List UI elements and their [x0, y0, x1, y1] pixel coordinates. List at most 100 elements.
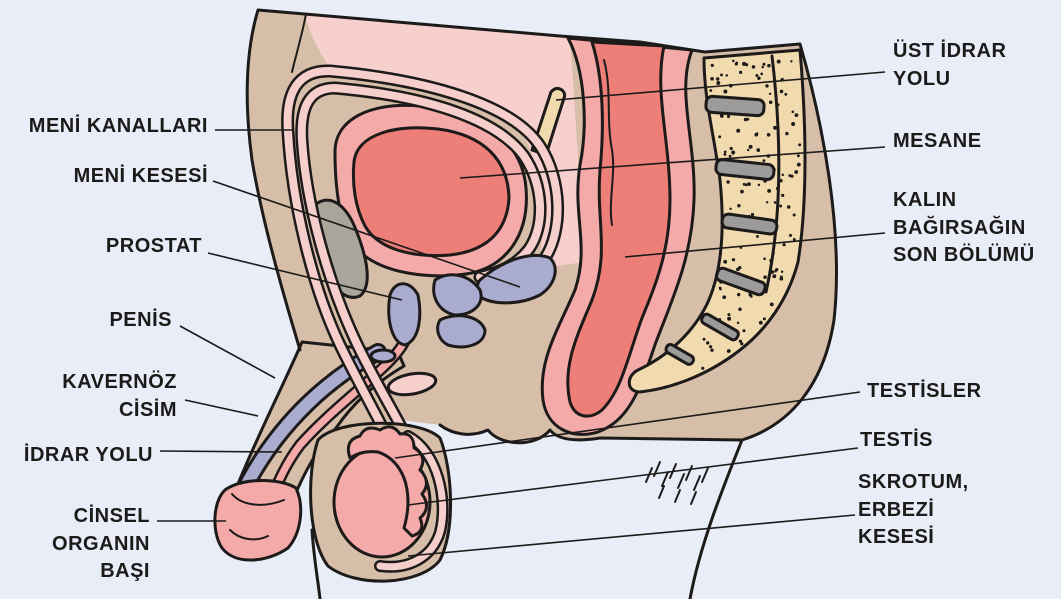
label-idrar-yolu: İDRAR YOLU	[24, 442, 153, 470]
bone-texture-dot	[793, 214, 796, 217]
bone-texture-dot	[798, 143, 801, 146]
bone-texture-dot	[736, 129, 740, 133]
bone-texture-dot	[727, 313, 730, 316]
bone-texture-dot	[716, 77, 719, 80]
label-line: KAVERNÖZ	[62, 369, 177, 397]
bone-texture-dot	[763, 159, 766, 162]
bone-texture-dot	[767, 64, 771, 68]
bone-texture-dot	[720, 73, 723, 76]
bone-texture-dot	[770, 303, 774, 307]
bone-texture-dot	[740, 342, 743, 345]
bone-texture-dot	[701, 367, 704, 370]
bone-texture-dot	[797, 154, 800, 157]
bone-texture-dot	[729, 155, 732, 158]
bone-texture-dot	[780, 90, 784, 94]
label-testis: TESTİS	[860, 427, 933, 455]
bone-texture-dot	[716, 81, 720, 85]
label-ust-idrar-yolu: ÜST İDRAR YOLU	[893, 38, 1006, 93]
bone-texture-dot	[782, 174, 784, 176]
bone-texture-dot	[722, 295, 726, 299]
bone-texture-dot	[783, 243, 786, 246]
bone-texture-dot	[769, 100, 772, 103]
bone-texture-dot	[755, 74, 758, 77]
prostate-left-lobe	[389, 284, 420, 345]
leader-line-penis	[180, 326, 275, 378]
label-penis: PENİS	[109, 307, 172, 335]
label-line: CİNSEL	[52, 503, 150, 531]
label-line: CİSİM	[62, 397, 177, 425]
bone-texture-dot	[756, 132, 759, 135]
label-line: MENİ KANALLARI	[29, 113, 208, 141]
bone-texture-dot	[759, 321, 763, 325]
bone-texture-dot	[774, 270, 777, 273]
bone-texture-dot	[784, 93, 787, 96]
label-line: PENİS	[109, 307, 172, 335]
bone-texture-dot	[756, 148, 760, 152]
intervertebral-disc-1	[706, 96, 765, 116]
bone-texture-dot	[742, 329, 745, 332]
label-line: TESTİS	[860, 427, 933, 455]
bone-texture-dot	[785, 132, 788, 135]
bone-texture-dot	[723, 260, 727, 264]
bone-texture-dot	[732, 60, 735, 63]
label-kalin-bagirsagin-son-bolumu: KALIN BAĞIRSAĞIN SON BÖLÜMÜ	[893, 187, 1035, 270]
label-meni-kanallari: MENİ KANALLARI	[29, 113, 208, 141]
bladder	[353, 128, 509, 256]
bone-texture-dot	[723, 90, 727, 94]
bone-texture-dot	[760, 73, 763, 76]
bone-texture-dot	[710, 349, 713, 352]
label-line: ÜST İDRAR	[893, 38, 1006, 66]
bone-texture-dot	[736, 268, 740, 272]
label-line: ERBEZİ	[858, 497, 969, 525]
bone-texture-dot	[765, 84, 768, 87]
leader-line-idrar-yolu	[160, 451, 282, 452]
bone-texture-dot	[750, 295, 753, 298]
bone-texture-dot	[731, 150, 735, 154]
bone-texture-dot	[787, 205, 791, 209]
bone-texture-dot	[747, 182, 751, 186]
bone-texture-dot	[795, 113, 799, 117]
bone-texture-dot	[710, 77, 714, 81]
bone-texture-dot	[711, 64, 714, 67]
bone-texture-dot	[794, 170, 798, 174]
bone-texture-dot	[792, 111, 795, 114]
leader-line-kavernoz-cisim	[185, 400, 258, 416]
bone-texture-dot	[756, 235, 759, 238]
label-line: KESESİ	[858, 524, 969, 552]
bone-texture-dot	[763, 257, 766, 260]
bone-texture-dot	[739, 71, 742, 74]
bone-texture-dot	[773, 126, 777, 130]
bone-texture-dot	[767, 189, 771, 193]
bone-texture-dot	[779, 277, 783, 281]
label-line: MENİ KESESİ	[74, 163, 208, 191]
bone-texture-dot	[797, 163, 801, 167]
bone-texture-dot	[757, 76, 760, 79]
bone-texture-dot	[706, 341, 709, 344]
bone-texture-dot	[721, 115, 724, 118]
bone-texture-dot	[727, 115, 730, 118]
bone-texture-dot	[758, 184, 760, 186]
label-cinsel-organin-basi: CİNSEL ORGANIN BAŞI	[52, 503, 150, 586]
bone-texture-dot	[762, 63, 765, 66]
bone-texture-dot	[725, 74, 728, 77]
bone-texture-dot	[779, 204, 782, 207]
bone-texture-dot	[772, 274, 776, 278]
label-skrotum-erbezi-kesesi: SKROTUM, ERBEZİ KESESİ	[858, 469, 969, 552]
bone-texture-dot	[726, 180, 729, 183]
bone-texture-dot	[718, 135, 721, 138]
bone-texture-dot	[738, 308, 742, 312]
label-line: SKROTUM,	[858, 469, 969, 497]
bone-texture-dot	[703, 338, 706, 341]
label-line: MESANE	[893, 128, 982, 156]
prostate-lower-lobe	[438, 316, 485, 347]
label-line: İDRAR YOLU	[24, 442, 153, 470]
label-line: BAŞI	[52, 558, 150, 586]
bone-texture-dot	[735, 62, 738, 65]
bone-texture-dot	[724, 150, 727, 153]
bone-texture-dot	[749, 145, 753, 149]
bone-texture-dot	[763, 275, 767, 279]
glans	[215, 481, 301, 561]
bone-texture-dot	[791, 122, 795, 126]
bone-texture-dot	[788, 174, 791, 177]
